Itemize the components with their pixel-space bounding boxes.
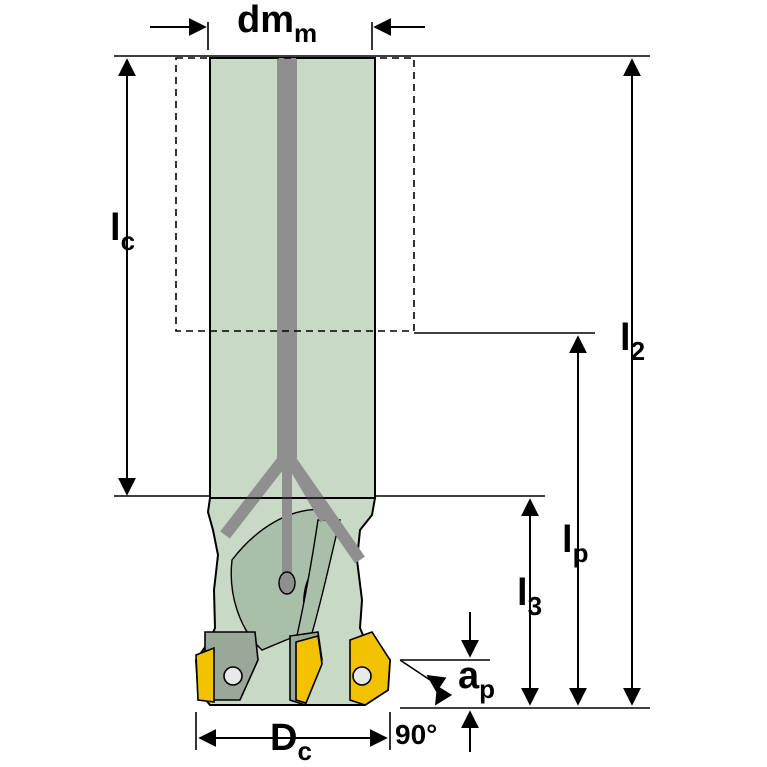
label-ap: ap <box>458 655 495 704</box>
extension-lines <box>114 22 650 750</box>
label-l2: l2 <box>620 317 645 366</box>
coolant-main-channel <box>277 58 297 458</box>
coolant-branch-mid <box>282 452 330 523</box>
insert-center <box>295 634 323 704</box>
angle-ray <box>399 659 431 681</box>
label-lp: lp <box>562 519 588 568</box>
coolant-branch-left <box>220 451 292 539</box>
dimension-arrows <box>118 18 641 752</box>
label-dc: Dc <box>270 717 312 766</box>
insert-left <box>195 646 215 703</box>
label-l3: l3 <box>517 572 542 621</box>
angle-arc <box>426 675 453 706</box>
label-angle: 90° <box>395 719 437 750</box>
insert-screw-left <box>223 666 243 686</box>
insert-screw-right <box>352 666 372 686</box>
coolant-channels <box>220 58 365 595</box>
label-lc: lc <box>110 207 135 256</box>
coolant-outlet <box>278 571 296 595</box>
labels: dmm lc l2 lp l3 ap Dc 90° <box>110 0 645 766</box>
label-dmm: dmm <box>237 0 317 48</box>
inserts <box>195 631 391 707</box>
insert-right <box>349 631 391 706</box>
clamping-zone-dashed <box>175 57 415 332</box>
